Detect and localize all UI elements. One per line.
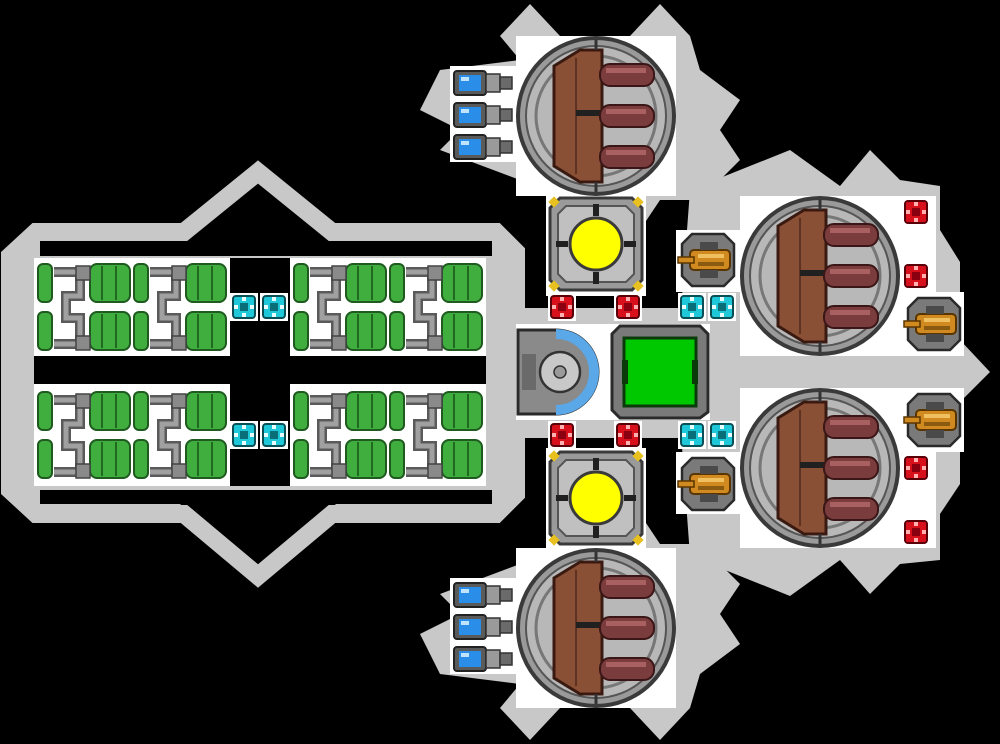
cyan-node[interactable] xyxy=(707,420,737,450)
battery-cell[interactable] xyxy=(451,131,515,163)
fuel-tank[interactable] xyxy=(292,388,388,484)
weapon-pod[interactable] xyxy=(740,196,900,356)
fuel-tank[interactable] xyxy=(132,260,228,356)
fuel-tank[interactable] xyxy=(132,388,228,484)
fuel-tank[interactable] xyxy=(36,388,132,484)
core[interactable] xyxy=(610,324,710,420)
turret[interactable] xyxy=(902,292,966,356)
turret[interactable] xyxy=(676,452,740,516)
red-node[interactable] xyxy=(901,197,931,227)
red-node[interactable] xyxy=(613,292,643,322)
cyan-node[interactable] xyxy=(229,292,259,322)
reactor[interactable] xyxy=(546,448,646,548)
turret[interactable] xyxy=(676,228,740,292)
battery-cell[interactable] xyxy=(451,99,515,131)
cyan-node[interactable] xyxy=(229,420,259,450)
cyan-node[interactable] xyxy=(677,420,707,450)
cyan-node[interactable] xyxy=(259,292,289,322)
turret[interactable] xyxy=(902,388,966,452)
cockpit[interactable] xyxy=(516,324,610,420)
cyan-node[interactable] xyxy=(707,292,737,322)
battery-cell[interactable] xyxy=(451,579,515,611)
battery-cell[interactable] xyxy=(451,611,515,643)
red-node[interactable] xyxy=(547,420,577,450)
fuel-tank[interactable] xyxy=(36,260,132,356)
fuel-tank[interactable] xyxy=(388,388,484,484)
red-node[interactable] xyxy=(901,453,931,483)
reactor[interactable] xyxy=(546,194,646,294)
fuel-tank[interactable] xyxy=(292,260,388,356)
red-node[interactable] xyxy=(901,261,931,291)
battery-cell[interactable] xyxy=(451,643,515,675)
weapon-pod[interactable] xyxy=(516,36,676,196)
weapon-pod[interactable] xyxy=(516,548,676,708)
red-node[interactable] xyxy=(613,420,643,450)
fuel-tank[interactable] xyxy=(388,260,484,356)
red-node[interactable] xyxy=(547,292,577,322)
weapon-pod[interactable] xyxy=(740,388,900,548)
battery-cell[interactable] xyxy=(451,67,515,99)
cyan-node[interactable] xyxy=(677,292,707,322)
cyan-node[interactable] xyxy=(259,420,289,450)
red-node[interactable] xyxy=(901,517,931,547)
